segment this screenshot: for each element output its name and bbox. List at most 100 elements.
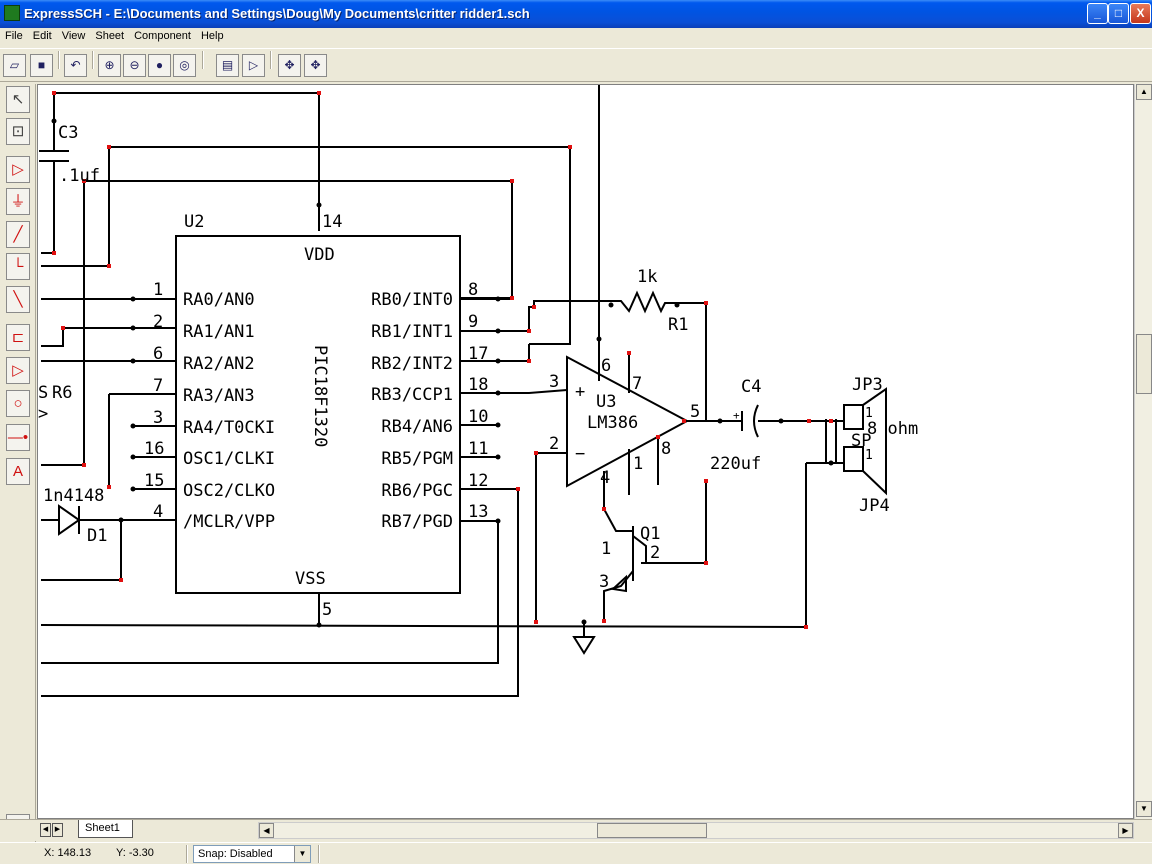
u2-left-pin-name: RA1/AN1 — [183, 322, 255, 342]
schematic-canvas[interactable]: C3 .1uf U2 14 VDD VSS 5 PIC18F1320 R6 S … — [37, 84, 1134, 819]
zoom-fit-icon[interactable]: ● — [148, 54, 171, 77]
zoom-in-icon[interactable]: ⊕ — [98, 54, 121, 77]
pin-icon[interactable]: ⊏ — [6, 324, 30, 351]
c3-label: C3 — [58, 123, 78, 143]
scroll-right-icon[interactable]: ▶ — [1118, 823, 1133, 838]
undo-icon[interactable]: ↶ — [64, 54, 87, 77]
d1-part: 1n4148 — [43, 486, 104, 506]
vertical-scrollbar[interactable]: ▲ ▼ — [1134, 84, 1152, 819]
u3-pin8: 8 — [661, 439, 671, 459]
toolbar-separator — [58, 51, 60, 69]
zoom-select-icon[interactable]: ⊡ — [6, 118, 30, 145]
u3-pin1: 1 — [633, 454, 643, 474]
u2-left-pin-number: 16 — [144, 439, 164, 459]
u2-right-pin-number: 10 — [468, 407, 488, 427]
u3-part: LM386 — [587, 413, 638, 433]
snap-select[interactable]: Snap: Disabled ▼ — [193, 845, 311, 863]
u3-pin7: 7 — [632, 374, 642, 394]
c4-plus-label: + — [733, 409, 740, 422]
select-arrow-icon[interactable]: ↖ — [6, 86, 30, 113]
toolbar-separator — [270, 51, 272, 69]
u2-right-pin-name: RB0/INT0 — [371, 290, 453, 310]
move-icon[interactable]: ✥ — [304, 54, 327, 77]
prev-sheet-icon[interactable]: ◀ — [40, 823, 51, 837]
horizontal-scroll-thumb[interactable] — [597, 823, 707, 838]
u2-right-pin-name: RB7/PGD — [381, 512, 453, 532]
wire-icon[interactable]: ╱ — [6, 221, 30, 248]
next-sheet-icon[interactable]: ▶ — [52, 823, 63, 837]
scroll-down-icon[interactable]: ▼ — [1136, 801, 1152, 817]
save-icon[interactable]: ■ — [30, 54, 53, 77]
place-component-icon[interactable]: ▷ — [6, 156, 30, 183]
component-icon[interactable]: ▷ — [242, 54, 265, 77]
u2-left-pin-name: RA4/T0CKI — [183, 418, 275, 438]
ground-icon[interactable]: ⏚ — [6, 188, 30, 215]
u2-part-number: PIC18F1320 — [310, 345, 330, 447]
u3-plus-label: + — [575, 382, 585, 402]
u2-left-pin-name: RA3/AN3 — [183, 386, 255, 406]
menu-help[interactable]: Help — [200, 30, 224, 42]
u2-right-pin-name: RB2/INT2 — [371, 354, 453, 374]
u2-left-pin-name: RA2/AN2 — [183, 354, 255, 374]
u2-left-pin-number: 2 — [153, 312, 163, 332]
sheet-tab[interactable]: Sheet1 — [78, 820, 133, 838]
text-icon[interactable]: A — [6, 458, 30, 485]
status-separator — [318, 845, 320, 863]
c4-value: 220uf — [710, 454, 761, 474]
u2-right-pin-number: 8 — [468, 280, 478, 300]
diagonal-wire-icon[interactable]: ╲ — [6, 286, 30, 313]
vertical-scroll-thumb[interactable] — [1136, 334, 1152, 394]
minimize-button[interactable]: _ — [1087, 3, 1108, 24]
menu-component[interactable]: Component — [134, 30, 191, 42]
u2-right-pin-number: 17 — [468, 344, 488, 364]
horizontal-scrollbar[interactable]: ◀ ▶ — [258, 822, 1134, 839]
speaker-label: SP — [851, 431, 871, 451]
circle-icon[interactable]: ○ — [6, 390, 30, 417]
c3-value: .1uf — [59, 166, 100, 186]
zoom-out-icon[interactable]: ⊖ — [123, 54, 146, 77]
q1-pin3: 3 — [599, 572, 609, 592]
pan-icon[interactable]: ✥ — [278, 54, 301, 77]
wire-endpoints — [52, 91, 833, 629]
u2-right-pin-number: 13 — [468, 502, 488, 522]
toolbar-separator — [92, 51, 94, 69]
u3-minus-label: − — [575, 444, 585, 464]
maximize-button[interactable]: □ — [1108, 3, 1129, 24]
u3-label: U3 — [596, 392, 616, 412]
u2-vdd-label: VDD — [304, 245, 335, 265]
chevron-down-icon[interactable]: ▼ — [294, 846, 310, 862]
menu-file[interactable]: File — [5, 30, 23, 42]
toolbar: ▱ ■ ↶ ⊕ ⊖ ● ◎ ▤ ▷ ✥ ✥ — [0, 48, 1152, 82]
c4-label: C4 — [741, 377, 761, 397]
close-button[interactable]: X — [1130, 3, 1151, 24]
app-icon — [4, 5, 20, 21]
u2-vdd-pin: 14 — [322, 212, 342, 232]
scroll-up-icon[interactable]: ▲ — [1136, 84, 1152, 100]
status-separator — [186, 845, 188, 863]
u2-right-pin-name: RB1/INT1 — [371, 322, 453, 342]
cursor-x-readout: X: 148.13 — [44, 847, 92, 859]
menu-bar: File Edit View Sheet Component Help — [0, 28, 1152, 47]
title-bar[interactable]: ExpressSCH - E:\Documents and Settings\D… — [0, 0, 1152, 28]
cursor-y-readout: Y: -3.30 — [116, 847, 154, 859]
menu-view[interactable]: View — [61, 30, 86, 42]
speaker-value: 8 ohm — [867, 419, 918, 439]
toolbar-separator — [202, 51, 204, 69]
zoom-area-icon[interactable]: ◎ — [173, 54, 196, 77]
schematic-drawing[interactable]: C3 .1uf U2 14 VDD VSS 5 PIC18F1320 R6 S … — [38, 85, 1134, 819]
u2-right-pin-name: RB4/AN6 — [381, 417, 453, 437]
u2-left-pin-name: /MCLR/VPP — [183, 512, 275, 532]
u2-left-pin-number: 6 — [153, 344, 163, 364]
sheet-bar: ◀ ▶ Sheet1 ◀ ▶ — [0, 819, 1152, 841]
open-icon[interactable]: ▱ — [3, 54, 26, 77]
jp4-pin: 1 — [865, 448, 873, 463]
menu-edit[interactable]: Edit — [32, 30, 52, 42]
bus-icon[interactable]: └ — [6, 253, 30, 280]
junction-icon[interactable]: —• — [6, 424, 30, 451]
properties-icon[interactable]: ▤ — [216, 54, 239, 77]
port-icon[interactable]: ▷ — [6, 357, 30, 384]
scroll-left-icon[interactable]: ◀ — [259, 823, 274, 838]
menu-sheet[interactable]: Sheet — [95, 30, 125, 42]
q1-pin2: 2 — [650, 543, 660, 563]
u2-right-pin-name: RB3/CCP1 — [371, 385, 453, 405]
